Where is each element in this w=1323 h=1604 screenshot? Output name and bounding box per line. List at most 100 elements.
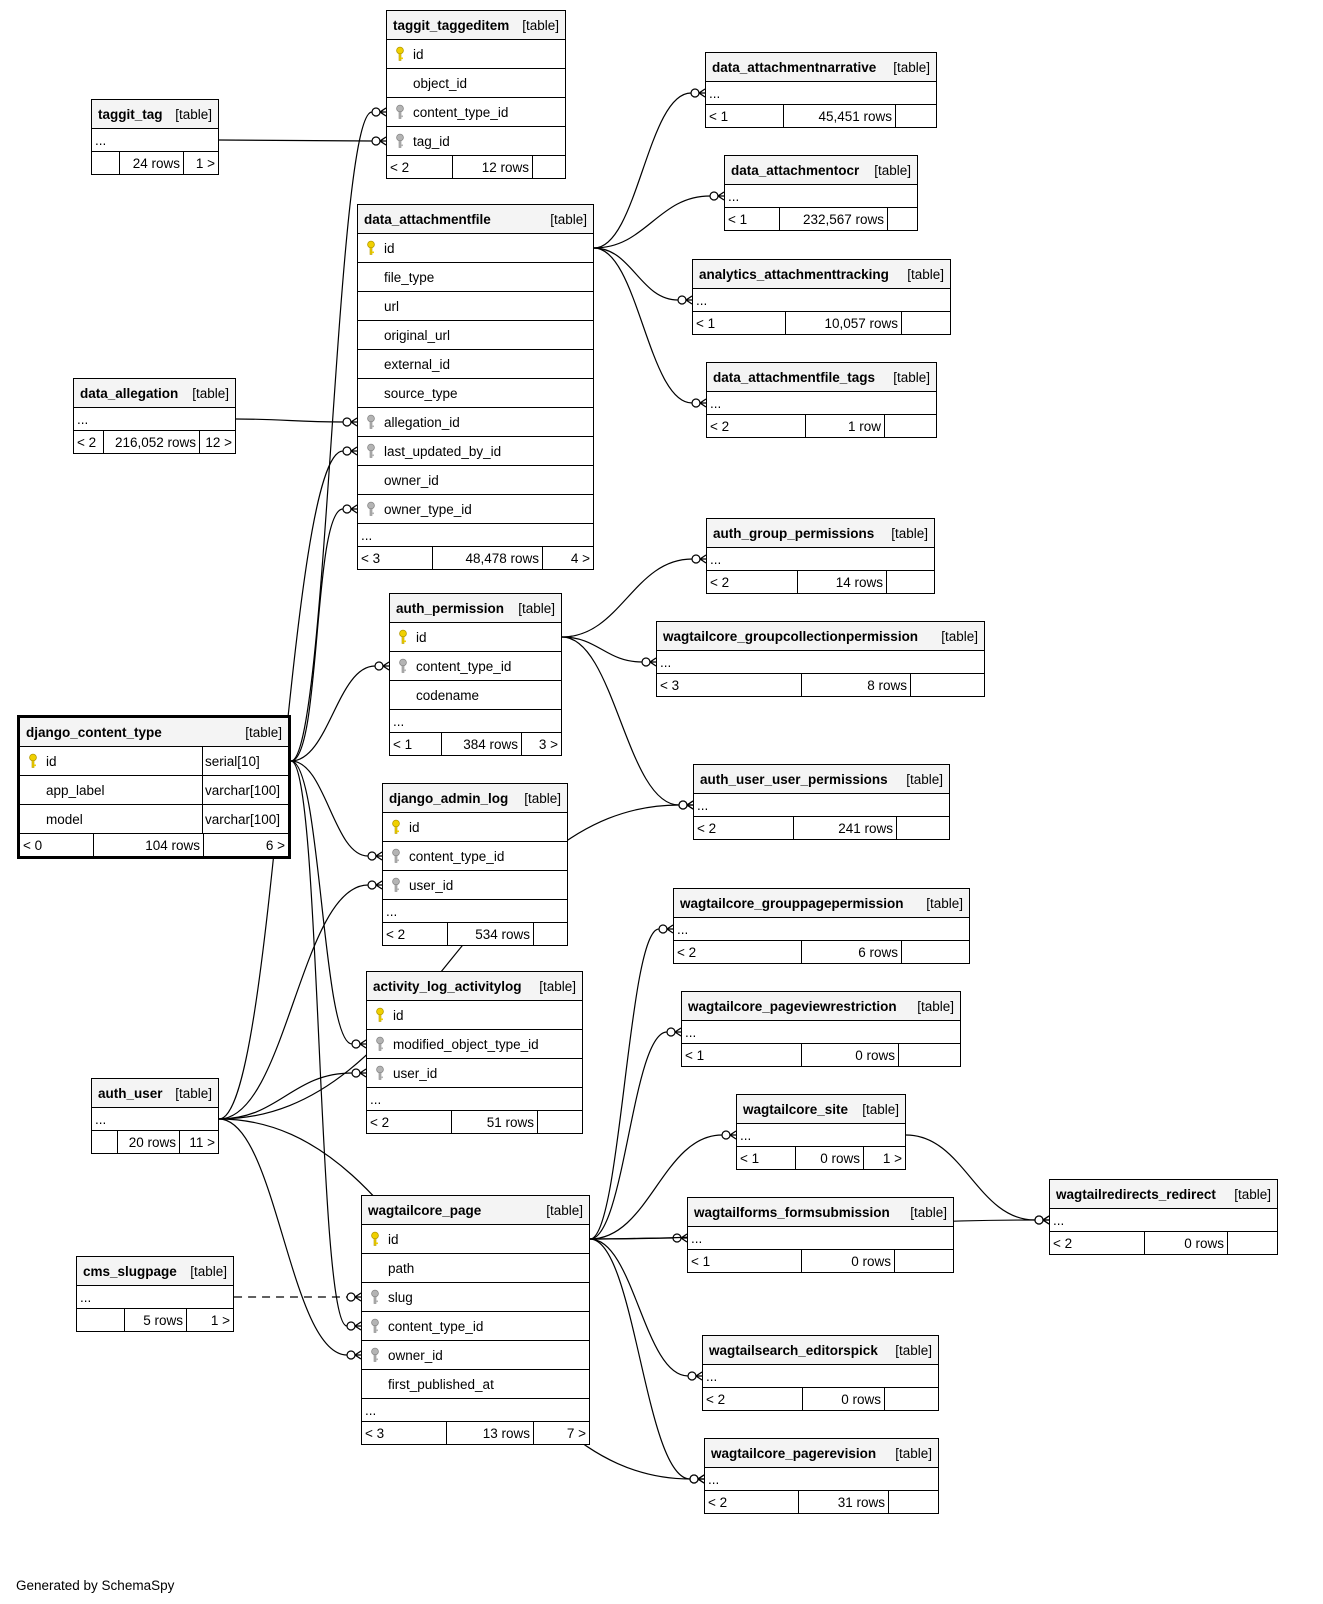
table-wagtailforms-formsubmission[interactable]: wagtailforms_formsubmission[table]...< 1…	[687, 1197, 954, 1273]
child-count[interactable]	[538, 1111, 582, 1133]
column-row[interactable]: content_type_id	[362, 1312, 589, 1341]
table-analytics-attachmenttracking[interactable]: analytics_attachmenttracking[table]...< …	[692, 259, 951, 335]
column-row[interactable]: id	[358, 234, 593, 263]
child-count[interactable]	[897, 817, 949, 839]
table-wagtailcore-grouppagepermission[interactable]: wagtailcore_grouppagepermission[table]..…	[673, 888, 970, 964]
parent-count[interactable]: < 3	[358, 547, 433, 569]
child-count[interactable]	[889, 1491, 938, 1513]
parent-count[interactable]: < 1	[706, 105, 784, 127]
parent-count[interactable]: < 2	[387, 156, 453, 178]
column-row[interactable]: id	[367, 1001, 582, 1030]
column-row[interactable]: user_id	[383, 871, 567, 900]
child-count[interactable]: 1 >	[195, 155, 215, 171]
column-row[interactable]: original_url	[358, 321, 593, 350]
parent-count[interactable]: < 1	[737, 1147, 796, 1169]
column-row[interactable]: file_type	[358, 263, 593, 292]
column-row[interactable]: source_type	[358, 379, 593, 408]
column-row[interactable]: owner_id	[358, 466, 593, 495]
child-count[interactable]	[1228, 1232, 1277, 1254]
column-row[interactable]: codename	[390, 681, 561, 710]
parent-count[interactable]	[92, 1131, 118, 1153]
parent-count[interactable]: < 1	[693, 312, 786, 334]
parent-count[interactable]: < 2	[383, 923, 448, 945]
child-count[interactable]	[895, 1250, 953, 1272]
child-count[interactable]	[902, 312, 950, 334]
table-wagtailcore-pageviewrestriction[interactable]: wagtailcore_pageviewrestriction[table]..…	[681, 991, 961, 1067]
parent-count[interactable]: < 3	[362, 1422, 447, 1444]
child-count[interactable]	[888, 208, 917, 230]
column-row[interactable]: path	[362, 1254, 589, 1283]
column-row[interactable]: allegation_id	[358, 408, 593, 437]
parent-count[interactable]: < 2	[707, 415, 806, 437]
column-row[interactable]: user_id	[367, 1059, 582, 1088]
column-row[interactable]: content_type_id	[390, 652, 561, 681]
column-row[interactable]: id	[383, 813, 567, 842]
parent-count[interactable]: < 2	[703, 1388, 803, 1410]
child-count[interactable]: 4 >	[570, 550, 590, 566]
column-row[interactable]: tag_id	[387, 127, 565, 156]
parent-count[interactable]: < 2	[674, 941, 802, 963]
child-count[interactable]	[899, 1044, 960, 1066]
column-row[interactable]: id	[362, 1225, 589, 1254]
table-wagtailcore-groupcollectionpermission[interactable]: wagtailcore_groupcollectionpermission[ta…	[656, 621, 985, 697]
child-count[interactable]	[533, 156, 565, 178]
column-row[interactable]: owner_id	[362, 1341, 589, 1370]
child-count[interactable]: 1 >	[210, 1312, 230, 1328]
column-row[interactable]: id	[390, 623, 561, 652]
parent-count[interactable]: < 1	[682, 1044, 802, 1066]
column-row[interactable]: first_published_at	[362, 1370, 589, 1399]
column-row[interactable]: external_id	[358, 350, 593, 379]
parent-count[interactable]: < 1	[390, 733, 442, 755]
child-count[interactable]	[911, 674, 984, 696]
child-count[interactable]	[885, 1388, 938, 1410]
child-count[interactable]: 6 >	[265, 837, 285, 853]
parent-count[interactable]	[92, 152, 120, 174]
child-count[interactable]	[887, 571, 934, 593]
parent-count[interactable]: < 1	[688, 1250, 802, 1272]
column-row[interactable]: url	[358, 292, 593, 321]
parent-count[interactable]: < 2	[694, 817, 794, 839]
column-row[interactable]: id	[387, 40, 565, 69]
column-row[interactable]: last_updated_by_id	[358, 437, 593, 466]
parent-count[interactable]: < 2	[74, 431, 104, 453]
child-count[interactable]: 7 >	[566, 1425, 586, 1441]
parent-count[interactable]: < 2	[705, 1491, 799, 1513]
child-count[interactable]: 1 >	[882, 1150, 902, 1166]
child-count[interactable]: 12 >	[205, 434, 232, 450]
column-row[interactable]: slug	[362, 1283, 589, 1312]
column-row[interactable]: object_id	[387, 69, 565, 98]
child-count[interactable]	[534, 923, 567, 945]
parent-count[interactable]: < 2	[367, 1111, 452, 1133]
parent-count[interactable]: < 3	[657, 674, 802, 696]
parent-count[interactable]: < 2	[1050, 1232, 1145, 1254]
parent-count[interactable]: < 1	[725, 208, 780, 230]
parent-count[interactable]: < 2	[707, 571, 798, 593]
column-row[interactable]: owner_type_id	[358, 495, 593, 524]
child-count[interactable]	[896, 105, 936, 127]
column-row[interactable]: content_type_id	[383, 842, 567, 871]
child-count[interactable]	[885, 415, 936, 437]
child-count[interactable]: 3 >	[538, 736, 558, 752]
child-count[interactable]	[902, 941, 969, 963]
